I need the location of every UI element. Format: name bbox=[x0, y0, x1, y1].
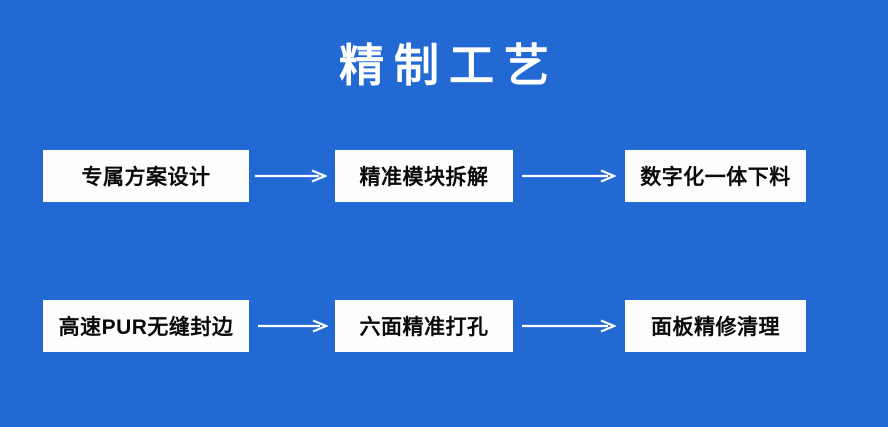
arrow-right-icon bbox=[522, 166, 616, 186]
flow-step-box[interactable]: 专属方案设计 bbox=[43, 150, 249, 202]
flow-row-2: 高速PUR无缝封边 六面精准打孔 面板精修清理 bbox=[0, 300, 888, 352]
flow-step-label: 精准模块拆解 bbox=[359, 166, 489, 189]
flow-step-label: 专属方案设计 bbox=[81, 166, 211, 189]
flow-step-box[interactable]: 数字化一体下料 bbox=[625, 150, 806, 202]
flow-row-1: 专属方案设计 精准模块拆解 数字化一体下料 bbox=[0, 150, 888, 202]
flow-step-label: 高速PUR无缝封边 bbox=[58, 316, 234, 339]
flow-step-label: 六面精准打孔 bbox=[359, 316, 489, 339]
page-title: 精制工艺 bbox=[338, 40, 559, 91]
flow-step-box[interactable]: 面板精修清理 bbox=[625, 300, 806, 352]
flow-step-label: 数字化一体下料 bbox=[640, 166, 791, 189]
flow-step-label: 面板精修清理 bbox=[651, 316, 780, 339]
arrow-right-icon bbox=[258, 316, 328, 336]
flow-step-box[interactable]: 精准模块拆解 bbox=[335, 150, 513, 202]
flow-step-box[interactable]: 六面精准打孔 bbox=[335, 300, 513, 352]
arrow-right-icon bbox=[522, 316, 616, 336]
flow-step-box[interactable]: 高速PUR无缝封边 bbox=[43, 300, 249, 352]
arrow-right-icon bbox=[255, 166, 327, 186]
